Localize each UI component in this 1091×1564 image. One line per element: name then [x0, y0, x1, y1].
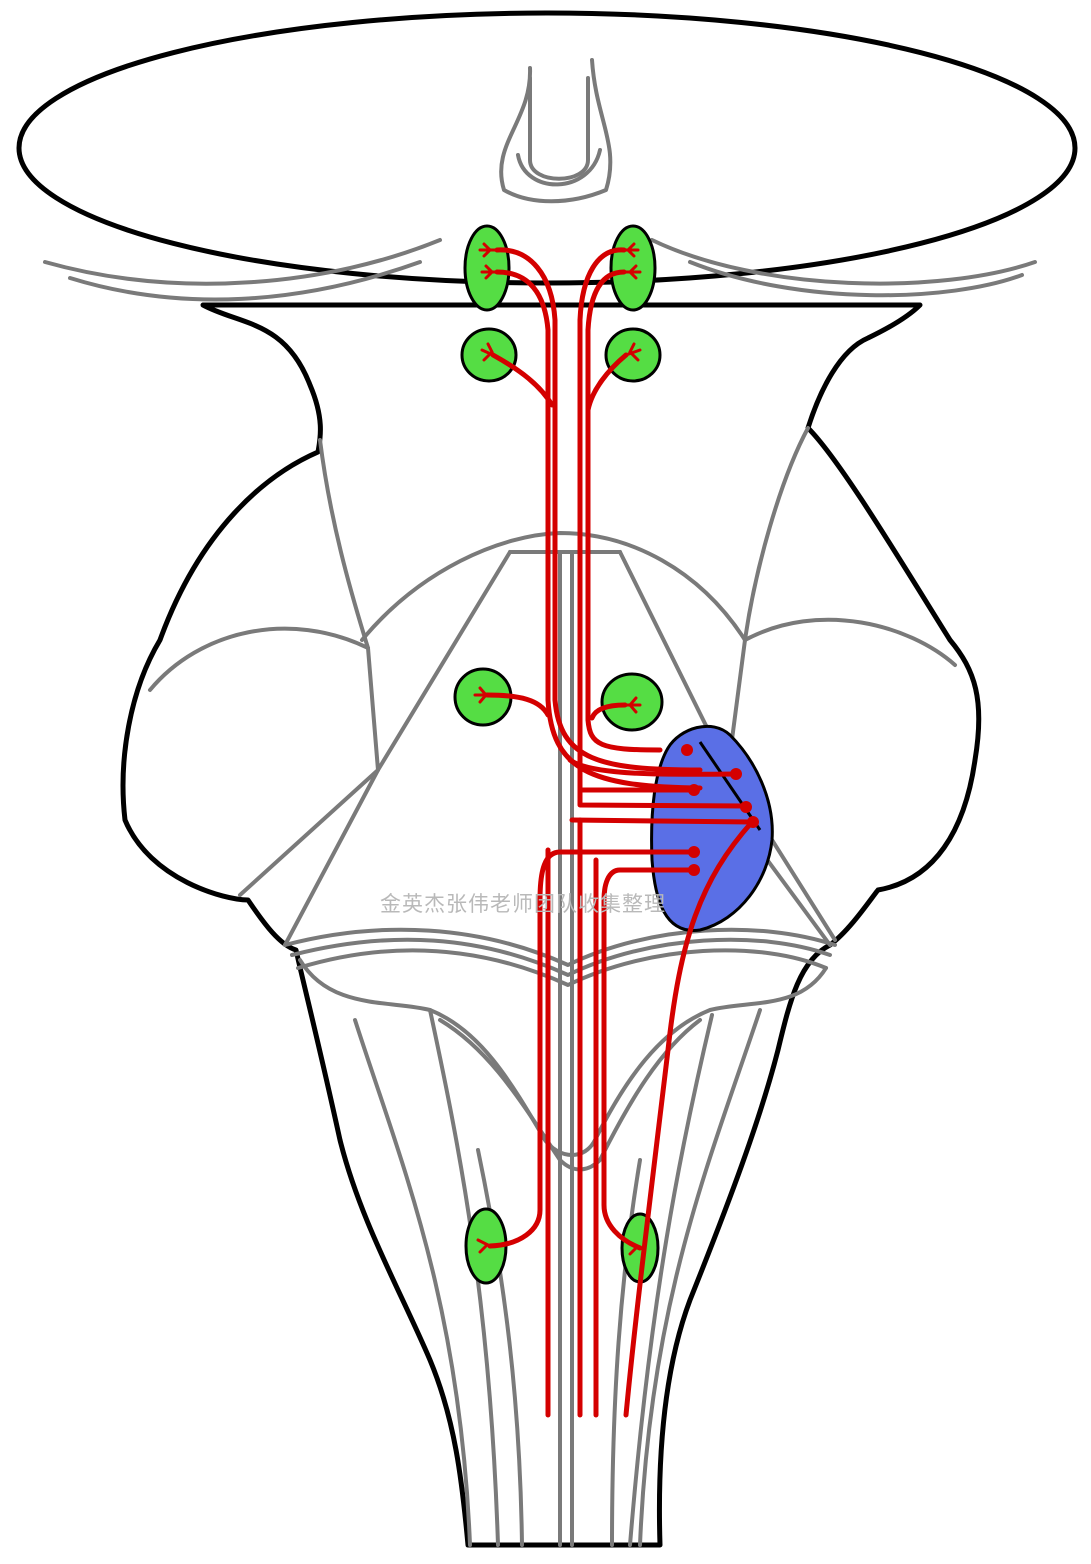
- terminal-dot: [681, 744, 693, 756]
- diencephalon-outline: [19, 13, 1075, 283]
- terminal-dot: [688, 846, 700, 858]
- terminal-dot: [747, 816, 759, 828]
- terminal-dot: [688, 784, 700, 796]
- terminal-dot: [740, 801, 752, 813]
- terminal-dot: [730, 768, 742, 780]
- brainstem-body-outline: [123, 305, 979, 1545]
- tract-pons-cross-3: [572, 820, 752, 822]
- watermark-text: 金英杰张伟老师团队收集整理: [380, 888, 740, 918]
- terminal-dot: [688, 864, 700, 876]
